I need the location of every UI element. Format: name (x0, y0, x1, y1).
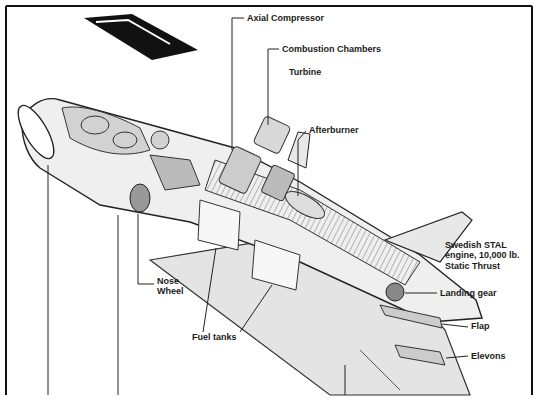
fuel-tank (198, 200, 300, 290)
elevon (395, 345, 445, 365)
engine-note: Swedish STAL engine, 10,000 lb. Static T… (445, 240, 529, 271)
plan-silhouette (84, 14, 198, 60)
combustion-chamber (253, 115, 291, 154)
air-intake (11, 101, 60, 164)
part-label: Axial Compressor (247, 13, 324, 23)
flap (380, 305, 442, 328)
afterburner (281, 186, 328, 224)
part-label: Turbine (289, 67, 321, 77)
part-label: Afterburner (309, 125, 359, 135)
part-label: Landing gear (440, 288, 497, 298)
leader-line (48, 18, 468, 395)
part-label: Nose Wheel (157, 276, 191, 297)
nose-wheel (130, 184, 150, 212)
frame (6, 6, 532, 395)
fuselage (22, 99, 482, 322)
part-label: Fuel tanks (192, 332, 237, 342)
dorsal-fin (288, 132, 310, 168)
part-label: Flap (471, 321, 490, 331)
axial-compressor (218, 146, 262, 195)
part-label: Combustion Chambers (282, 44, 381, 54)
cockpit (62, 107, 200, 190)
part-label: Elevons (471, 351, 506, 361)
landing-gear (386, 283, 404, 301)
